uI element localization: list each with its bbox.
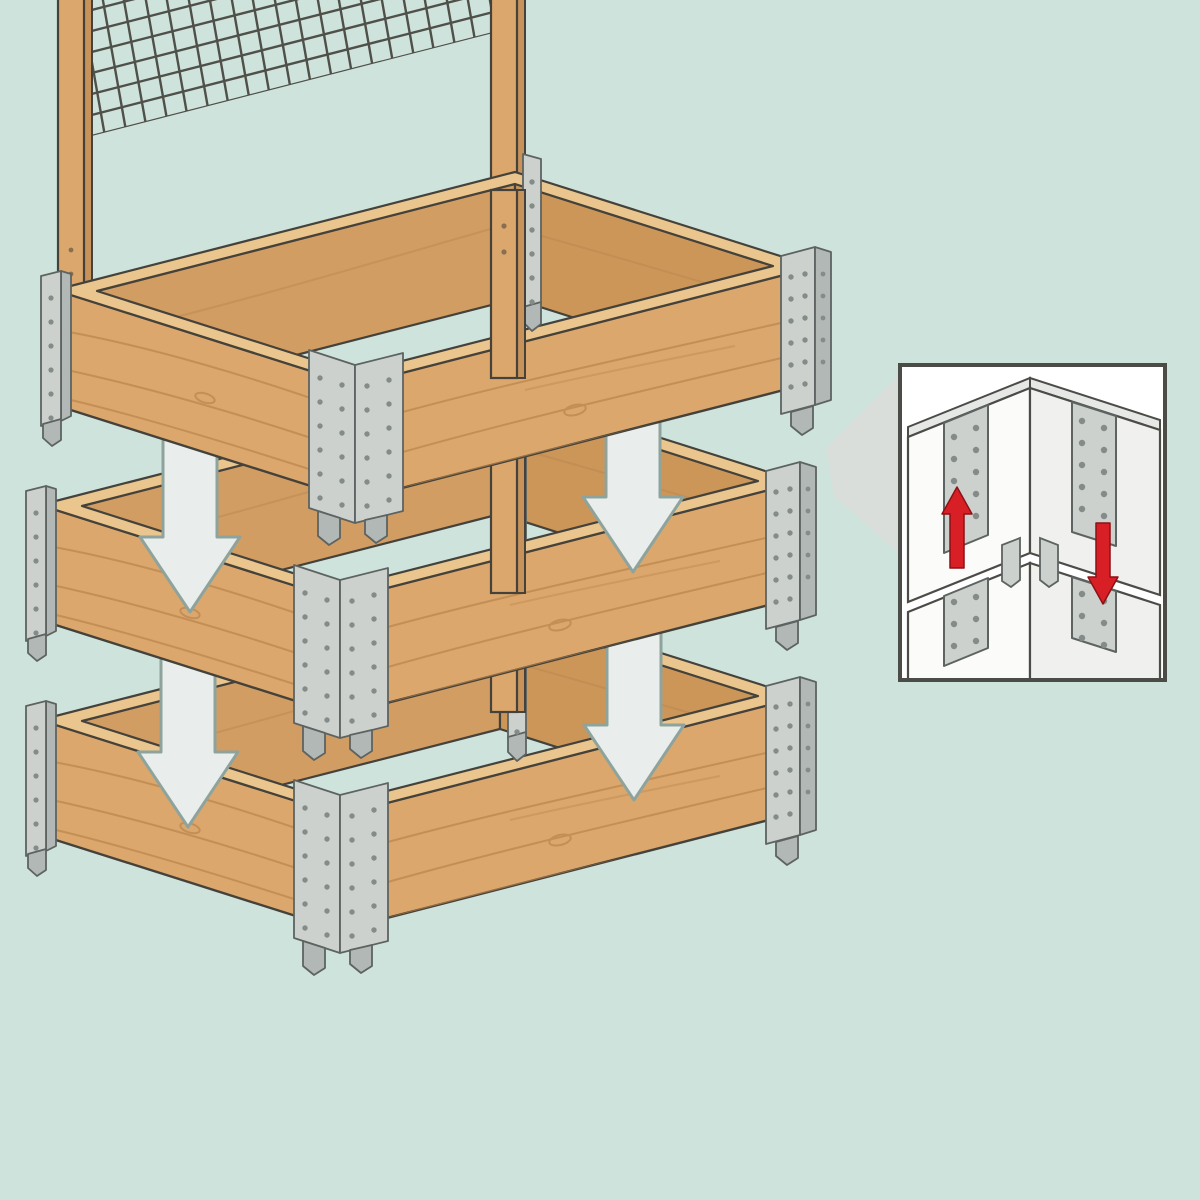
inset-border [898,363,1167,682]
trellis-post-left [56,0,93,298]
hinge-down-arrow-icon [1087,522,1119,605]
inset-callout-wedge [826,372,902,556]
bracket-holes [950,417,1108,650]
trellis-post-segment [489,188,526,380]
hinge-hook-tab [1039,536,1059,589]
hinge-hook-tab [1001,536,1021,589]
corner-hinge-inset [898,363,1167,682]
hinge-up-arrow-icon [941,486,973,569]
trellis-post-right [489,0,526,184]
